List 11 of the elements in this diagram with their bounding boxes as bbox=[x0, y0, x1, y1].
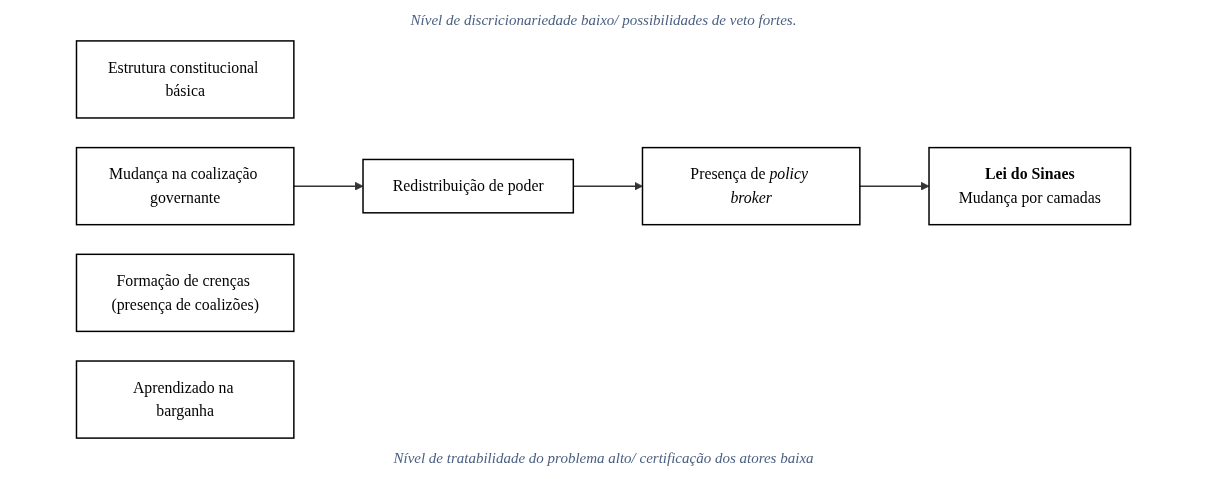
node-box: Formação de crenças (presença de coalizões) bbox=[75, 253, 295, 333]
node-box: Mudança na coalização governante bbox=[75, 146, 295, 226]
arrow bbox=[293, 181, 364, 191]
arrow bbox=[859, 181, 930, 191]
node-box: Redistribuição de poder bbox=[362, 158, 575, 214]
node-box: Presença de policy broker bbox=[641, 146, 861, 226]
node-box: Lei do Sinaes Mudança por camadas bbox=[928, 146, 1132, 226]
node-box: Aprendizado na barganha bbox=[75, 360, 295, 439]
annotation-note: Nível de tratabilidade do problema alto/ certificação dos atores baixa bbox=[393, 450, 814, 467]
annotation-note: Nível de discricionariedade baixo/ possibilidades de veto fortes. bbox=[410, 12, 797, 29]
node-box: Estrutura constitucional básica bbox=[75, 40, 295, 119]
